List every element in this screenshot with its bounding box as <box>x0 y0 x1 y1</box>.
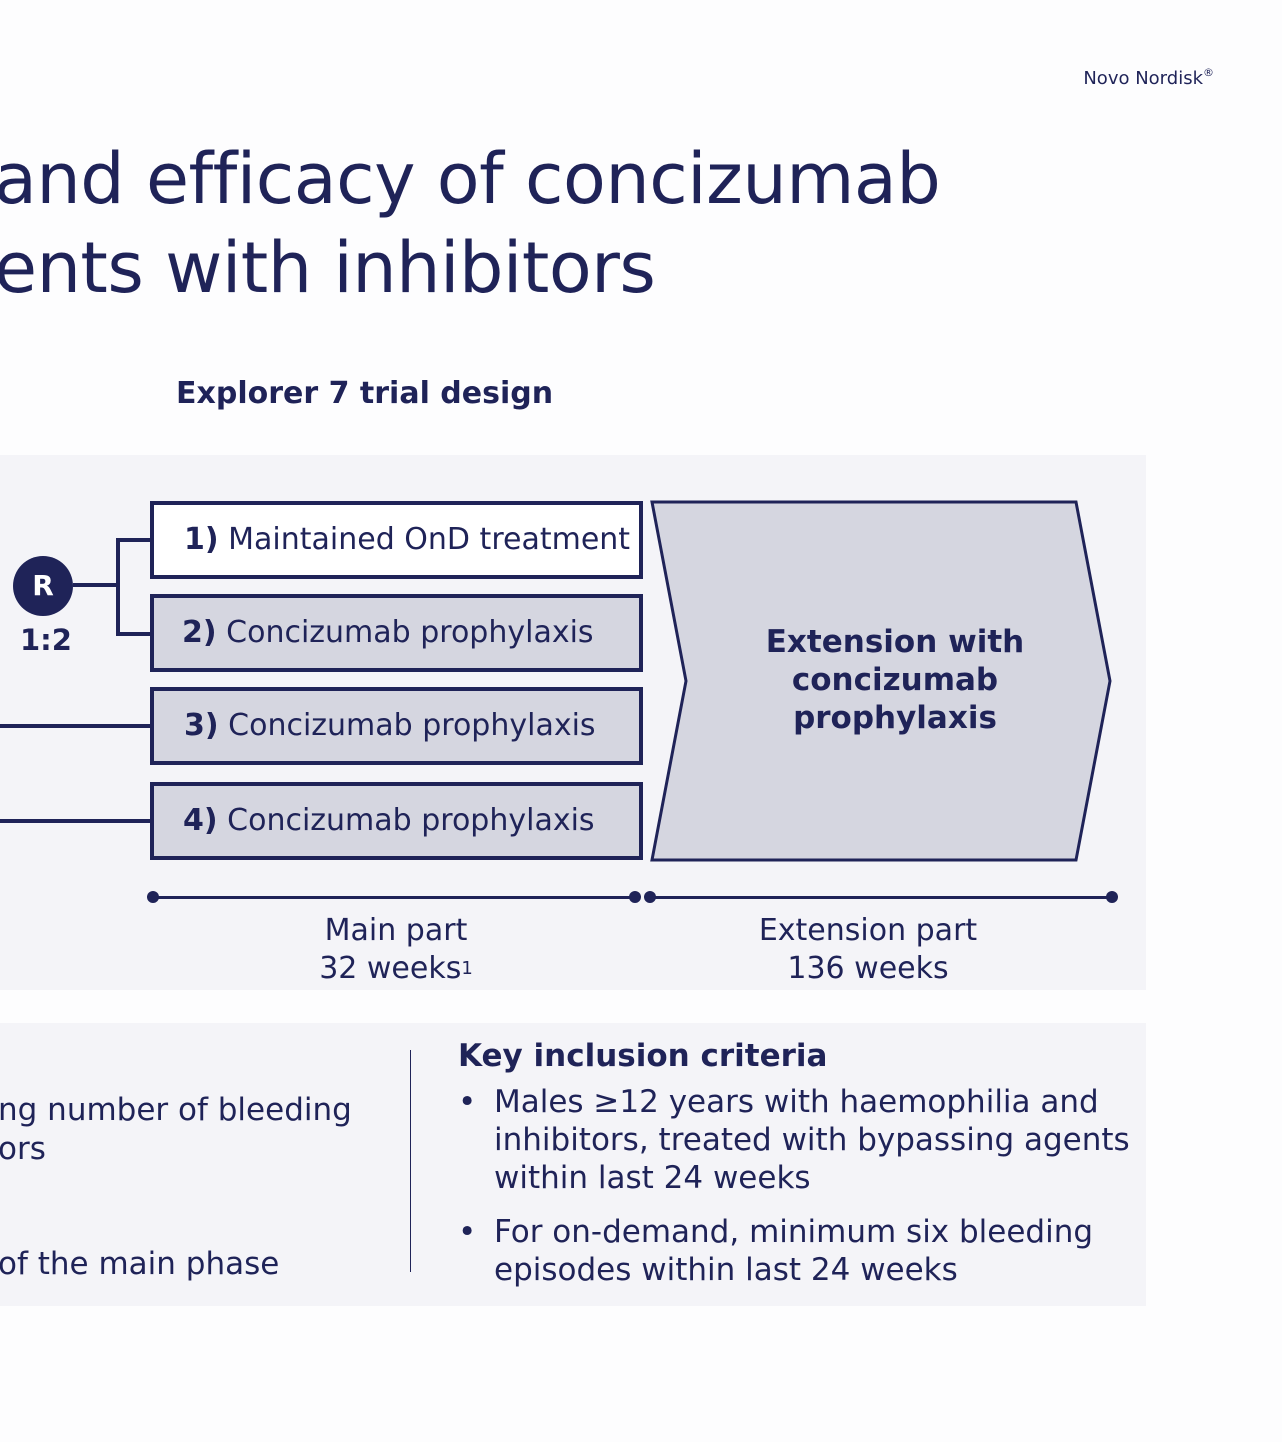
timeline-main-footnote: 1 <box>461 958 473 979</box>
extension-chevron <box>650 500 1112 862</box>
arm-3-number: 3) <box>184 708 219 743</box>
connector-arm-2 <box>116 632 152 636</box>
brand-logo-text: Novo Nordisk® <box>1083 66 1214 89</box>
inclusion-item-2: For on-demand, minimum six bleeding epis… <box>494 1214 1094 1288</box>
left-fragment-2: ors <box>0 1131 46 1167</box>
trial-design-heading: Explorer 7 trial design <box>176 376 554 411</box>
list-item: • For on-demand, minimum six bleeding epi… <box>458 1213 1138 1289</box>
timeline-main-name: Main part <box>324 913 468 948</box>
bullet-1: • <box>458 1084 477 1120</box>
timeline-extension-line <box>650 896 1112 899</box>
timeline-extension-duration: 136 weeks <box>787 951 949 986</box>
arm-4-label: Concizumab prophylaxis <box>227 803 595 838</box>
timeline-extension-label: Extension part 136 weeks <box>718 912 1018 988</box>
connector-r-horizontal <box>73 583 118 587</box>
randomisation-ratio: 1:2 <box>20 623 72 657</box>
arm-1-label: Maintained OnD treatment <box>228 522 631 557</box>
timeline-extension-start-dot <box>644 891 656 903</box>
inclusion-criteria-heading: Key inclusion criteria <box>458 1038 828 1074</box>
registered-mark: ® <box>1203 66 1214 79</box>
left-fragment-1: ng number of bleeding <box>0 1092 352 1128</box>
timeline-main-duration: 32 weeks <box>319 951 462 986</box>
timeline-extension-end-dot <box>1106 891 1118 903</box>
criteria-panel <box>0 1023 1146 1306</box>
arm-3-box: 3) Concizumab prophylaxis <box>150 687 643 765</box>
timeline-main-start-dot <box>147 891 159 903</box>
timeline-main-label: Main part 32 weeks1 <box>246 912 546 988</box>
randomisation-circle: R <box>13 556 73 616</box>
slide-title-line-2: ents with inhibitors <box>0 227 656 309</box>
arm-2-label: Concizumab prophylaxis <box>226 615 594 650</box>
connector-arm-3 <box>0 724 152 728</box>
timeline-main-duration-line: 32 weeks1 <box>246 950 546 988</box>
timeline-main-line <box>153 896 635 899</box>
arm-2-box: 2) Concizumab prophylaxis <box>150 594 643 672</box>
slide-title-line-1: and efficacy of concizumab <box>0 138 941 220</box>
timeline-extension-name: Extension part <box>758 913 978 948</box>
criteria-divider <box>410 1050 411 1272</box>
arm-1-box: 1) Maintained OnD treatment <box>150 501 643 579</box>
inclusion-item-1: Males ≥12 years with haemophilia and inh… <box>494 1084 1130 1196</box>
left-fragment-3: of the main phase <box>0 1246 280 1282</box>
connector-arm-1 <box>116 538 152 542</box>
list-item: • Males ≥12 years with haemophilia and in… <box>458 1083 1138 1197</box>
connector-arm-4 <box>0 819 152 823</box>
extension-label: Extension with concizumab prophylaxis <box>765 624 1025 736</box>
arm-3-label: Concizumab prophylaxis <box>228 708 596 743</box>
timeline-main-end-dot <box>629 891 641 903</box>
inclusion-criteria-list: • Males ≥12 years with haemophilia and in… <box>458 1083 1138 1305</box>
slide-title: and efficacy of concizumab ents with inh… <box>0 135 941 313</box>
arm-1-number: 1) <box>184 522 219 557</box>
arm-4-box: 4) Concizumab prophylaxis <box>150 782 643 860</box>
arm-4-number: 4) <box>183 803 218 838</box>
bullet-2: • <box>458 1214 477 1250</box>
arm-2-number: 2) <box>182 615 217 650</box>
connector-bracket-vertical <box>116 538 120 636</box>
